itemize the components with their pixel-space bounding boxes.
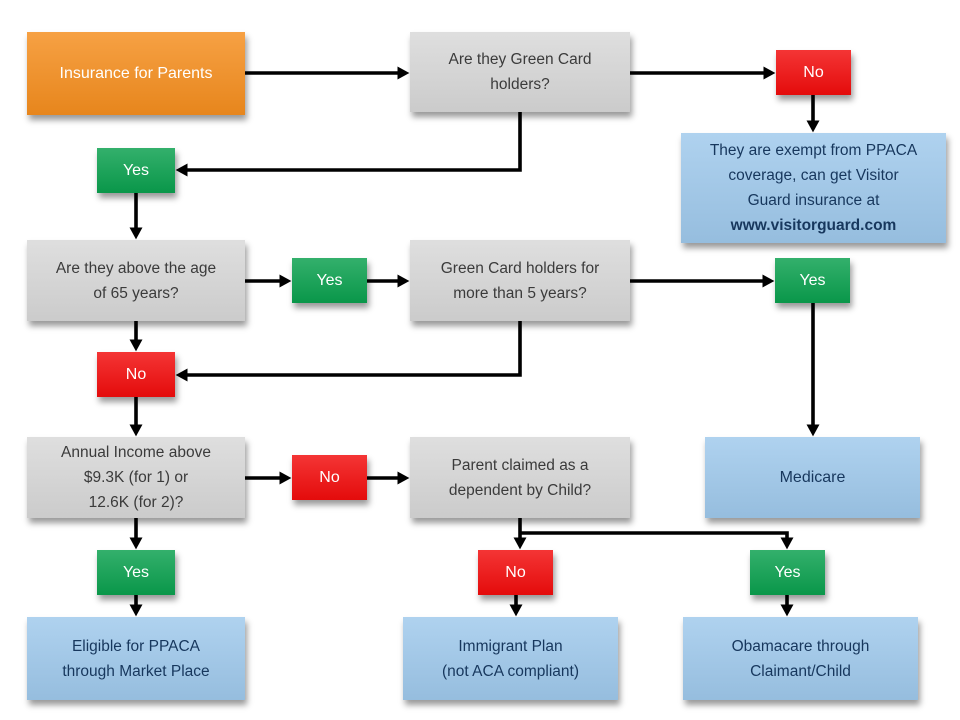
node-no-dependent: No [478, 550, 553, 595]
node-question-dependent-label: Parent claimed as a dependent by Child? [448, 456, 592, 499]
node-question-annual-income-label: Annual Income above $9.3K (for 1) or 12.… [61, 444, 211, 511]
node-yes-income: Yes [97, 550, 175, 595]
visitorguard-url[interactable]: www.visitorguard.com [730, 217, 897, 234]
edge-q-green-card-to-yes [175, 112, 522, 177]
node-immigrant-plan: Immigrant Plan (not ACA compliant) [403, 617, 618, 700]
node-yes-age: Yes [292, 258, 367, 303]
node-yes-green-card: Yes [97, 148, 175, 193]
node-yes-green-card-5-years-label: Yes [799, 271, 826, 289]
node-medicare: Medicare [705, 437, 920, 518]
node-yes-dependent: Yes [750, 550, 825, 595]
node-question-age-65-label: Are they above the age of 65 years? [55, 259, 217, 302]
node-no-dependent-label: No [505, 563, 526, 581]
node-immigrant-plan-label: Immigrant Plan (not ACA compliant) [442, 637, 579, 680]
node-start: Insurance for Parents [27, 32, 245, 115]
node-obamacare: Obamacare through Claimant/Child [683, 617, 918, 700]
edge-q-dependent-to-yes [520, 531, 794, 550]
node-no-age: No [97, 352, 175, 397]
node-exempt-text: They are exempt from PPACA coverage, can… [681, 113, 946, 263]
node-question-green-card-5-years: Green Card holders for more than 5 years… [410, 240, 630, 321]
node-no-green-card: No [776, 50, 851, 95]
node-yes-green-card-5-years: Yes [775, 258, 850, 303]
node-obamacare-label: Obamacare through Claimant/Child [731, 637, 870, 680]
node-no-income-label: No [319, 468, 340, 486]
node-question-green-card-label: Are they Green Card holders? [448, 51, 592, 93]
node-medicare-label: Medicare [779, 469, 846, 486]
node-question-age-65: Are they above the age of 65 years? [27, 240, 245, 321]
node-exempt-body: They are exempt from PPACA coverage, can… [709, 142, 918, 209]
node-eligible-ppaca-label: Eligible for PPACA through Market Place [62, 637, 210, 680]
node-exempt-visitor-guard: They are exempt from PPACA coverage, can… [681, 133, 946, 243]
node-yes-green-card-label: Yes [122, 161, 150, 179]
node-start-label: Insurance for Parents [59, 64, 213, 82]
node-question-annual-income: Annual Income above $9.3K (for 1) or 12.… [27, 437, 245, 518]
edge-q-gc5-to-no [175, 321, 522, 382]
node-question-green-card-5-years-label: Green Card holders for more than 5 years… [440, 259, 600, 302]
node-no-age-label: No [125, 365, 147, 383]
node-question-green-card: Are they Green Card holders? [410, 32, 630, 112]
node-no-green-card-label: No [803, 63, 824, 81]
node-question-dependent: Parent claimed as a dependent by Child? [410, 437, 630, 518]
node-yes-dependent-label: Yes [774, 563, 801, 581]
node-yes-age-label: Yes [316, 271, 343, 289]
node-yes-income-label: Yes [122, 563, 150, 581]
node-eligible-ppaca: Eligible for PPACA through Market Place [27, 617, 245, 700]
node-no-income: No [292, 455, 367, 500]
